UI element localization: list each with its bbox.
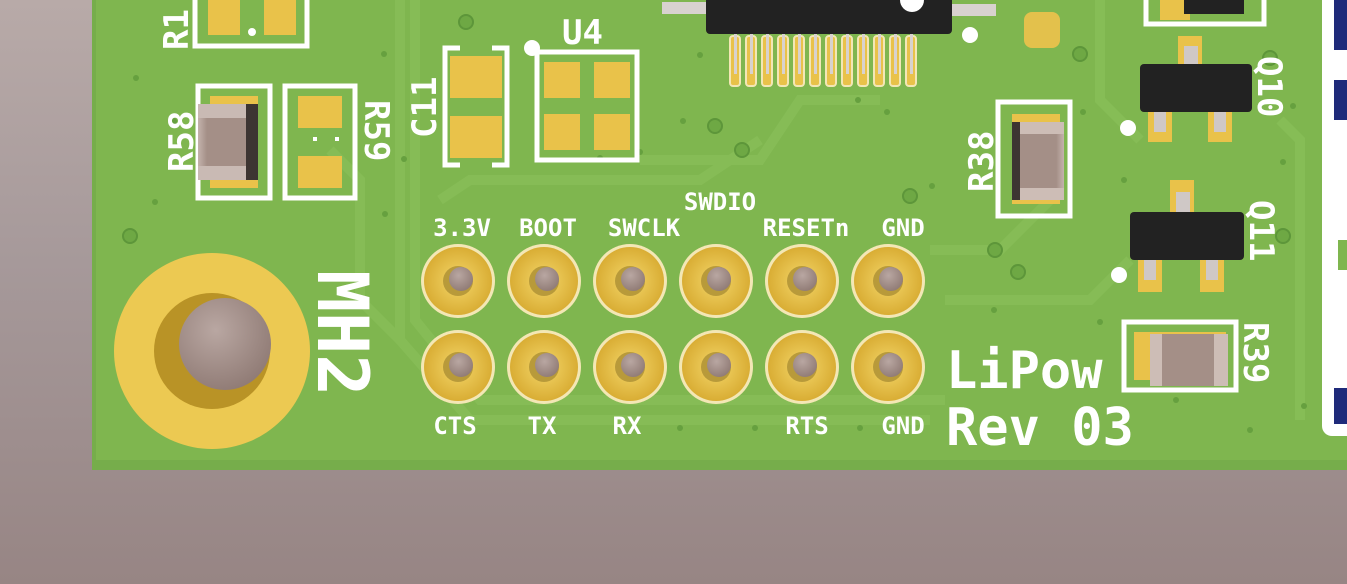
board-title: LiPow Rev 03 — [946, 341, 1134, 458]
transistor-q10: Q10 — [1120, 36, 1289, 142]
pin-label-top-5: RESETn — [763, 214, 850, 242]
pin-label-bottom-5: RTS — [785, 412, 828, 440]
pin-label-top-2: BOOT — [519, 214, 577, 242]
label-r39: R39 — [1235, 322, 1275, 383]
transistor-q11: Q11 — [1111, 180, 1281, 292]
header-pin-pad — [421, 330, 495, 404]
resistor-r1x: R1 — [157, 0, 310, 50]
header-pin-pad — [593, 330, 667, 404]
component-top-right — [1143, 0, 1267, 27]
label-r58: R58 — [162, 111, 202, 172]
resistor-r38: R38 — [962, 99, 1073, 219]
header-labels: SWDIO 3.3V BOOT SWCLK RESETn GND CTS TX … — [433, 188, 925, 440]
header-pin-pad — [765, 330, 839, 404]
header-label-swdio: SWDIO — [684, 188, 756, 216]
resistor-r39: R39 — [1121, 319, 1275, 393]
pin-label-top-6: GND — [881, 214, 924, 242]
edge-connector — [1322, 0, 1347, 436]
pin-label-bottom-2: TX — [528, 412, 557, 440]
label-q10: Q10 — [1249, 56, 1289, 117]
label-mh2: MH2 — [301, 270, 383, 396]
header-pin-pad — [593, 244, 667, 318]
label-u4: U4 — [562, 13, 603, 53]
resistor-r59: R59 — [282, 83, 396, 201]
pin-label-bottom-6: GND — [881, 412, 924, 440]
capacitor-c11: C11 — [405, 45, 510, 168]
label-q11: Q11 — [1241, 200, 1281, 261]
header-pin-pad — [679, 330, 753, 404]
header-pin-pad — [679, 244, 753, 318]
header-pin-pad — [507, 244, 581, 318]
pin-label-top-3: SWCLK — [608, 214, 681, 242]
header-pin-pad — [851, 244, 925, 318]
header-pin-pad — [765, 244, 839, 318]
pin-label-bottom-3: RX — [613, 412, 642, 440]
label-r1x: R1 — [157, 9, 197, 50]
label-r59: R59 — [356, 100, 396, 161]
pin-label-bottom-1: CTS — [433, 412, 476, 440]
header-pin-pad — [851, 330, 925, 404]
ic-u4: U4 — [524, 13, 640, 163]
header-pin-pad — [507, 330, 581, 404]
board-revision: Rev 03 — [946, 398, 1134, 458]
header-pin-pad — [421, 244, 495, 318]
label-c11: C11 — [405, 77, 445, 138]
mounting-hole-mh2: MH2 — [114, 253, 383, 449]
label-r38: R38 — [962, 131, 1002, 192]
pin-header — [421, 244, 925, 404]
ic-main — [662, 0, 1060, 87]
resistor-r58: R58 — [162, 83, 273, 201]
pin-label-top-1: 3.3V — [433, 214, 491, 242]
board-name: LiPow — [946, 341, 1103, 401]
